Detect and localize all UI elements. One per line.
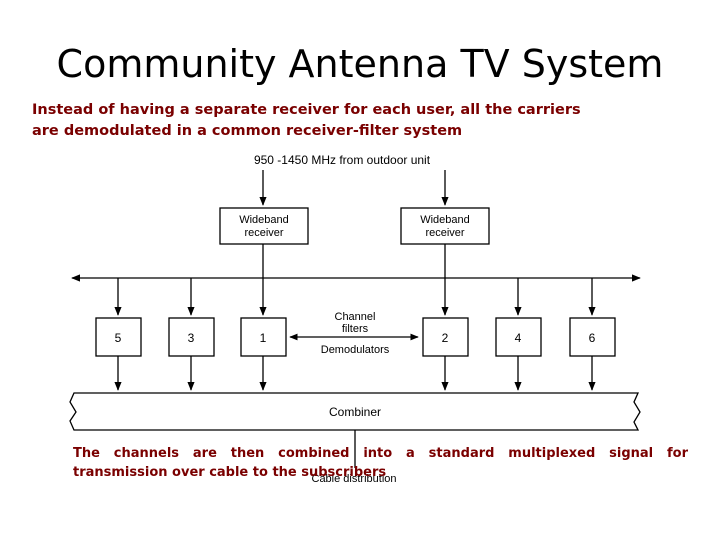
channel-4-label: 4 <box>515 331 522 345</box>
channel-box-6: 6 <box>569 317 616 357</box>
page-title: Community Antenna TV System <box>56 42 664 86</box>
channel-5-label: 5 <box>115 331 122 345</box>
combiner-note: The channels are then combined into a st… <box>73 446 688 480</box>
channel-3-label: 3 <box>188 331 195 345</box>
receiver-left-line2: receiver <box>244 227 283 239</box>
channel-box-5: 5 <box>95 317 142 357</box>
channel-1-label: 1 <box>260 331 267 345</box>
channel-2-label: 2 <box>442 331 449 345</box>
channel-filters-line2: filters <box>342 323 369 335</box>
channel-6-label: 6 <box>589 331 596 345</box>
combiner-label: Combiner <box>329 405 381 419</box>
channel-box-1: 1 <box>240 317 287 357</box>
channel-box-4: 4 <box>495 317 542 357</box>
intro-text: Instead of having a separate receiver fo… <box>32 102 581 139</box>
filter-feed-arrows <box>114 278 596 316</box>
wideband-receiver-left: Wideband receiver <box>219 207 309 245</box>
channel-box-3: 3 <box>168 317 215 357</box>
cable-distribution-label: Cable distribution <box>312 473 397 485</box>
demodulators-label: Demodulators <box>321 344 390 356</box>
input-frequency-label: 950 -1450 MHz from outdoor unit <box>254 153 431 167</box>
combiner-feed-arrows <box>114 356 596 391</box>
receiver-right-line1: Wideband <box>420 214 470 226</box>
receiver-left-line1: Wideband <box>239 214 289 226</box>
channel-filters-line1: Channel <box>335 311 376 323</box>
wideband-receiver-right: Wideband receiver <box>400 207 490 245</box>
channel-box-2: 2 <box>422 317 469 357</box>
combiner-block: Combiner <box>69 392 641 431</box>
receiver-right-line2: receiver <box>425 227 464 239</box>
